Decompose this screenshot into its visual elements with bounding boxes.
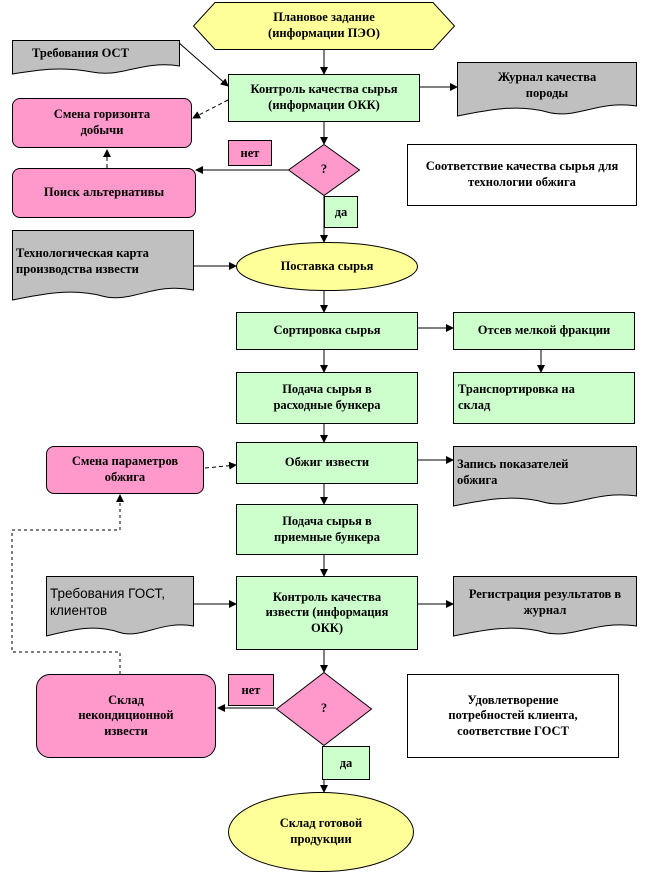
no-label-2-text: нет	[241, 682, 261, 697]
register-document: Регистрация результатов в журнал	[453, 576, 637, 638]
warehouse-ready-ellipse: Склад готовой продукции	[228, 792, 414, 872]
transport-label: Транспортировка на склад	[458, 382, 575, 412]
decision-1-label: ?	[320, 162, 328, 177]
decision-2-diamond: ?	[275, 671, 373, 747]
journal-rock-document: Журнал качества породы	[457, 62, 637, 118]
yes-label-1: да	[324, 196, 358, 228]
feed-bunkers-box: Подача сырья в расходные бункера	[236, 372, 418, 424]
tech-card-label: Технологическая карта производства извес…	[16, 246, 149, 276]
req-gost-label: Требования ГОСТ, клиентов	[50, 586, 166, 618]
yes-label-1-text: да	[334, 204, 348, 219]
feed-bunkers-label: Подача сырья в расходные бункера	[273, 382, 381, 412]
no-label-1-text: нет	[240, 145, 260, 160]
ellipse-shape	[236, 242, 418, 291]
record-params-document: Запись показателей обжига	[453, 446, 637, 508]
plan-label: Плановое задание (информации ПЭО)	[268, 10, 380, 40]
document-shape	[453, 446, 637, 507]
yes-label-2-text: да	[339, 755, 353, 770]
yes-label-2: да	[322, 746, 370, 780]
burn-lime-label: Обжиг извести	[284, 455, 370, 470]
req-ost-label: Требования ОСТ	[32, 46, 129, 61]
change-horizon-label: Смена горизонта добычи	[53, 107, 151, 137]
register-label: Регистрация результатов в журнал	[468, 587, 622, 617]
screen-fine-label: Отсев мелкой фракции	[477, 323, 611, 338]
control-raw-label: Контроль качества сырья (информации ОКК)	[250, 82, 398, 112]
decision-2-label: ?	[320, 701, 328, 716]
compliance-raw-box: Соответствие качества сырья для технолог…	[407, 144, 637, 206]
ellipse-shape	[228, 792, 414, 872]
document-shape	[453, 576, 637, 637]
diamond-shape	[275, 671, 373, 747]
control-lime-label: Контроль качества извести (информация ОК…	[265, 589, 389, 635]
no-label-1: нет	[228, 140, 272, 166]
change-horizon-box: Смена горизонта добычи	[12, 98, 192, 148]
change-params-box: Смена параметров обжига	[46, 446, 204, 494]
record-params-label: Запись показателей обжига	[457, 457, 569, 487]
search-alt-box: Поиск альтернативы	[12, 168, 196, 218]
transport-box: Транспортировка на склад	[453, 372, 635, 424]
warehouse-bad-label: Склад некондиционной извести	[78, 692, 174, 738]
journal-rock-label: Журнал качества породы	[497, 70, 597, 100]
req-ost-document: Требования ОСТ	[12, 40, 180, 76]
screen-fine-box: Отсев мелкой фракции	[453, 312, 635, 350]
compliance-raw-label: Соответствие качества сырья для технолог…	[425, 159, 619, 189]
control-lime-box: Контроль качества извести (информация ОК…	[236, 576, 418, 650]
req-gost-document: Требования ГОСТ, клиентов	[46, 576, 194, 638]
control-raw-box: Контроль качества сырья (информации ОКК)	[228, 74, 420, 122]
feed-receive-box: Подача сырья в приемные бункера	[236, 504, 418, 555]
satisfaction-label: Удовлетворение потребностей клиента, соо…	[448, 692, 578, 738]
feed-receive-label: Подача сырья в приемные бункера	[274, 513, 380, 544]
search-alt-label: Поиск альтернативы	[43, 185, 165, 200]
warehouse-ready-label: Склад готовой продукции	[279, 816, 363, 846]
sort-raw-label: Сортировка сырья	[273, 323, 381, 338]
document-shape	[457, 62, 637, 117]
plan-hexagon: Плановое задание (информации ПЭО)	[192, 2, 456, 50]
document-shape	[46, 576, 194, 637]
supply-raw-label: Поставка сырья	[280, 258, 374, 273]
document-shape	[12, 40, 180, 75]
document-shape	[12, 230, 194, 301]
supply-raw-ellipse: Поставка сырья	[236, 242, 418, 291]
decision-1-diamond: ?	[287, 143, 361, 197]
sort-raw-box: Сортировка сырья	[236, 312, 418, 350]
tech-card-document: Технологическая карта производства извес…	[12, 230, 194, 302]
hexagon-shape	[192, 2, 456, 50]
change-params-label: Смена параметров обжига	[71, 454, 179, 484]
satisfaction-box: Удовлетворение потребностей клиента, соо…	[407, 674, 619, 758]
diamond-shape	[287, 143, 361, 197]
no-label-2: нет	[228, 674, 274, 706]
warehouse-bad-box: Склад некондиционной извести	[36, 674, 216, 758]
burn-lime-box: Обжиг извести	[236, 442, 418, 484]
